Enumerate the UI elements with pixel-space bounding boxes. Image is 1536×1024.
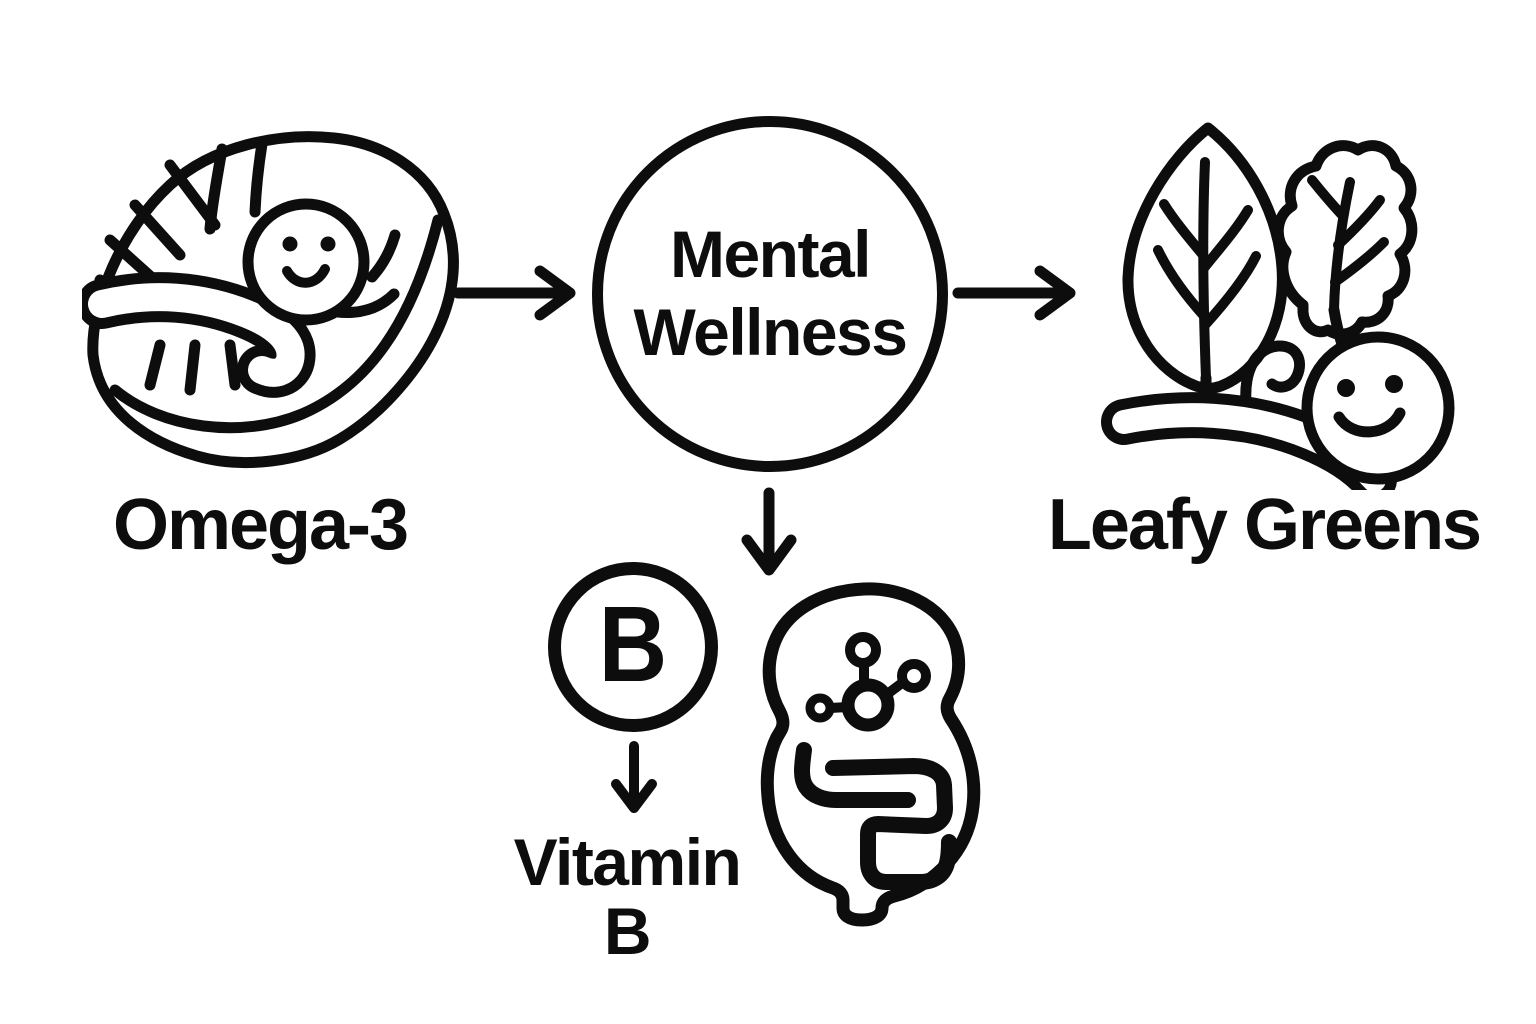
vitamin-b-label-line1: Vitamin (513, 825, 742, 899)
vitamin-b-badge: B (548, 562, 718, 732)
vitamin-b-label: Vitamin B (487, 825, 767, 969)
molecule-icon (805, 632, 931, 732)
mental-wellness-node: Mental Wellness (592, 116, 948, 472)
salmon-steak-smiley-icon (82, 131, 459, 468)
arrow-right-icon (452, 265, 576, 321)
gut-with-molecule-icon (760, 582, 981, 927)
omega3-label: Omega-3 (112, 485, 409, 565)
vitamin-b-letter: B (598, 583, 668, 704)
vitamin-b-label-line2: B (603, 894, 652, 969)
smiley-face-icon (242, 198, 370, 326)
smiley-face-icon (1301, 331, 1455, 485)
mental-wellness-line1: Mental (669, 217, 872, 292)
arrow-down-icon (611, 741, 657, 813)
leafy-greens-smiley-icon (1101, 122, 1455, 490)
mental-wellness-line2: Wellness (633, 295, 908, 369)
arrow-right-icon (952, 265, 1076, 321)
arrow-down-icon (741, 487, 797, 576)
leafy-greens-label: Leafy Greens (1047, 485, 1482, 565)
